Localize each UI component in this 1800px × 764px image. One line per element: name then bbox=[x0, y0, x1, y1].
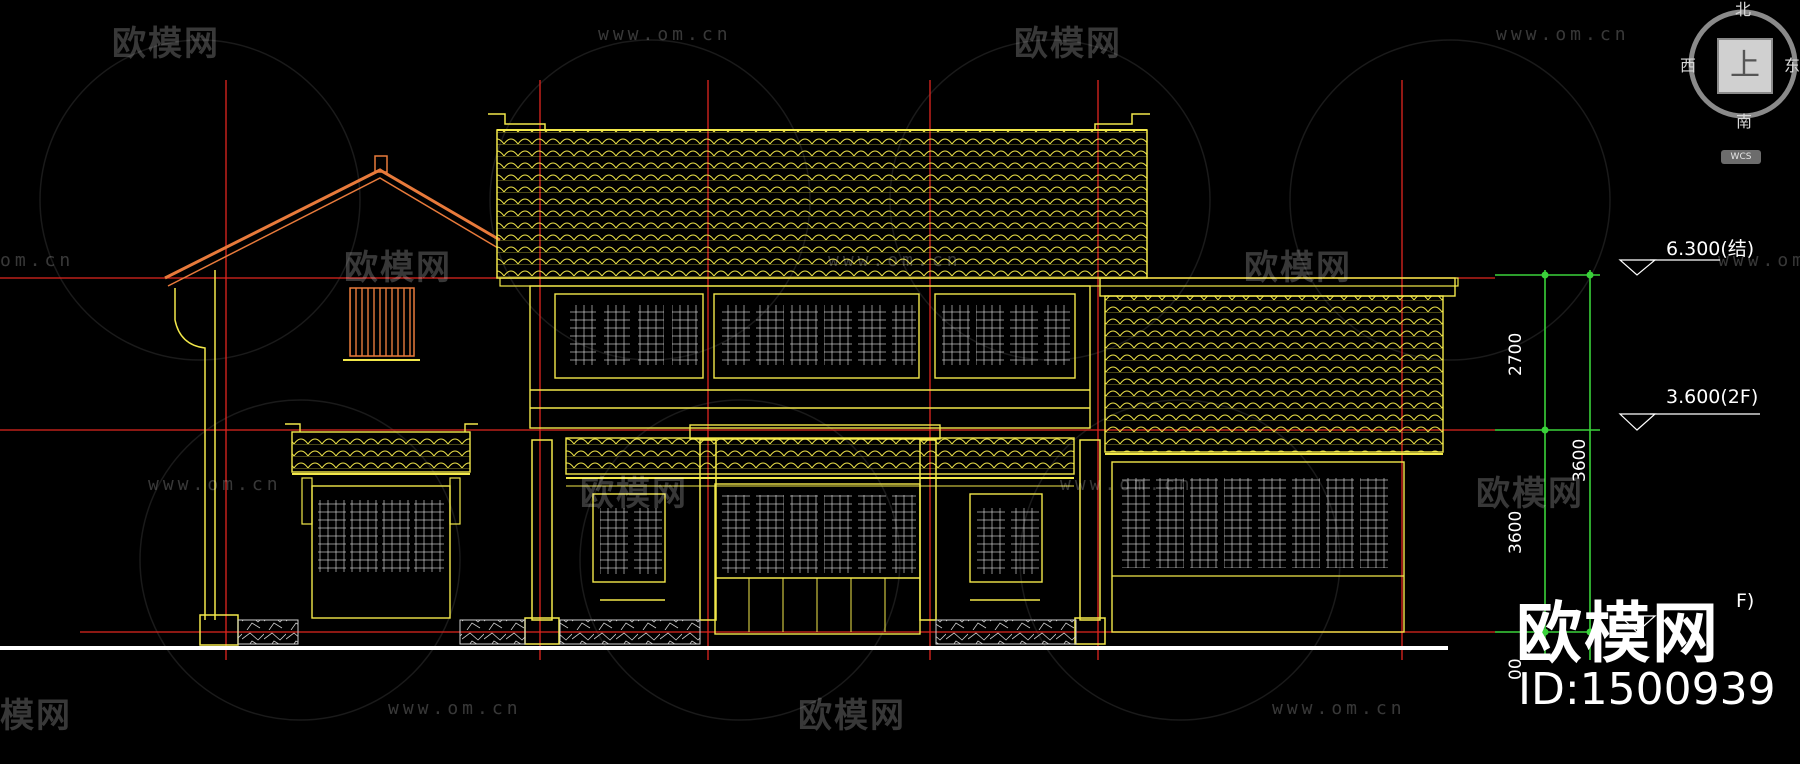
left-porch bbox=[285, 423, 478, 619]
watermark-brand: 欧模网 bbox=[1476, 474, 1584, 514]
watermark-url: www.om.cn bbox=[388, 698, 522, 719]
watermark-url: www.om.cn bbox=[1718, 250, 1800, 271]
watermark-brand: 模网 bbox=[0, 696, 72, 736]
watermark-brand: 欧模网 bbox=[798, 696, 906, 736]
watermark-brand: 欧模网 bbox=[112, 24, 220, 64]
watermark-url: om.cn bbox=[0, 250, 75, 271]
right-annex-lattice bbox=[1122, 478, 1388, 568]
first-floor-eave bbox=[565, 424, 1075, 487]
right-annex bbox=[1099, 277, 1456, 633]
door-lower-panels bbox=[748, 578, 886, 632]
shutter-window bbox=[349, 287, 415, 357]
watermark-brand: 欧模网 bbox=[580, 474, 688, 514]
viewcube-south[interactable]: 南 bbox=[1736, 112, 1753, 131]
viewcube-north[interactable]: 北 bbox=[1735, 0, 1752, 19]
elevation-markers bbox=[1618, 259, 1760, 633]
watermark-url: www.om.cn bbox=[1060, 474, 1194, 495]
left-gable-house bbox=[164, 155, 501, 646]
dimension-lower: 3600 bbox=[1506, 510, 1526, 554]
watermark-brand: 欧模网 bbox=[344, 248, 452, 288]
watermark-url: www.om.cn bbox=[1272, 698, 1406, 719]
watermark-url: www.om.cn bbox=[598, 24, 732, 45]
watermark-brand: 欧模网 bbox=[1014, 24, 1122, 64]
second-floor-lattice bbox=[570, 305, 1070, 365]
elevation-label-second-floor: 3.600(2F) bbox=[1666, 386, 1759, 408]
viewcube-top-face[interactable]: 上 bbox=[1717, 38, 1773, 94]
watermark-url: www.om.cn bbox=[1496, 24, 1630, 45]
left-porch-lattice bbox=[318, 500, 444, 572]
stone-base bbox=[237, 619, 1077, 645]
ground-floor-lattice bbox=[600, 495, 1039, 574]
watermark-url: www.om.cn bbox=[148, 474, 282, 495]
watermark-brand: 欧模网 bbox=[1244, 248, 1352, 288]
dimension-total: 3600 bbox=[1570, 438, 1590, 482]
dimension-ticks bbox=[1541, 271, 1594, 636]
elevation-label-roof: 6.300(结) bbox=[1666, 238, 1755, 260]
wcs-menu-button[interactable]: WCS bbox=[1721, 150, 1761, 164]
id-badge-brand: 欧模网 bbox=[1516, 595, 1720, 672]
elevation-label-ground: F) bbox=[1736, 590, 1755, 612]
id-badge-number: ID:1500939 bbox=[1518, 664, 1776, 715]
second-floor bbox=[529, 285, 1091, 429]
viewcube-west[interactable]: 西 bbox=[1680, 56, 1697, 75]
watermark-url: www.om.cn bbox=[828, 250, 962, 271]
viewcube-ring[interactable] bbox=[1668, 0, 1800, 170]
viewcube-east[interactable]: 东 bbox=[1784, 56, 1800, 75]
dimension-upper: 2700 bbox=[1506, 332, 1526, 376]
